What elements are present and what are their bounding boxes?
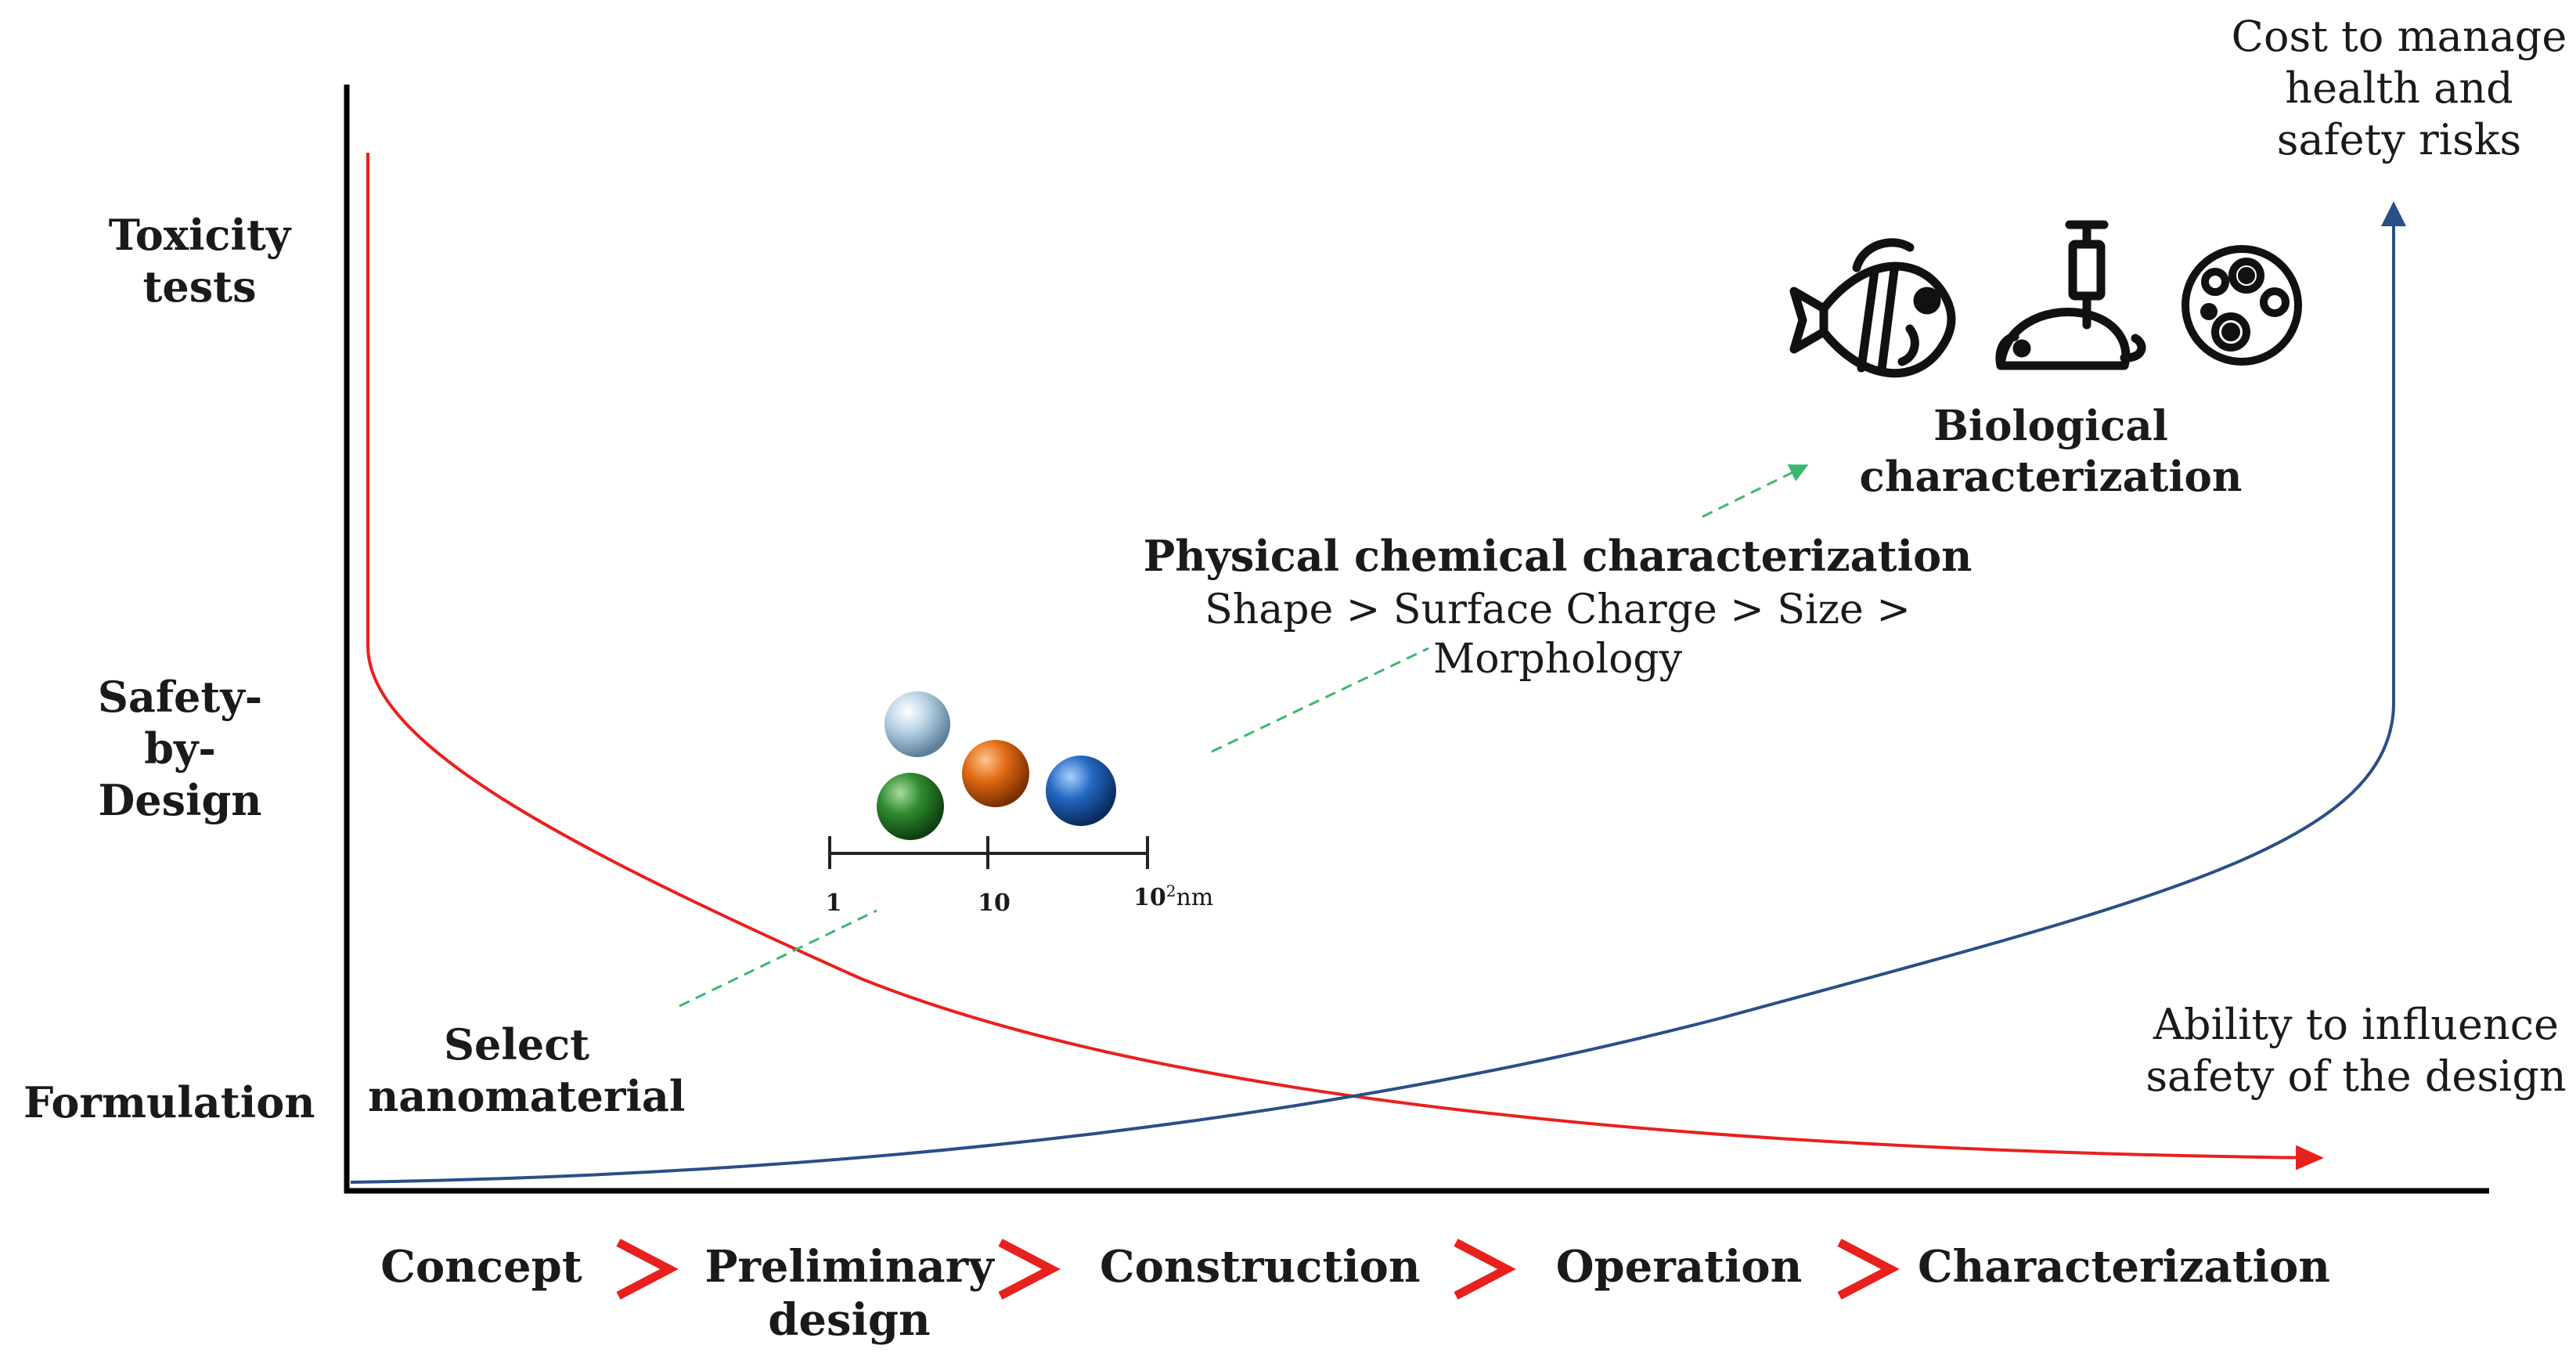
- petri-dish-cells-icon: [2181, 245, 2302, 366]
- sphere-light-blue: [884, 691, 950, 757]
- scale-tick-100nm: 102nm: [1133, 882, 1266, 913]
- scale-tick-10: 10: [978, 889, 1011, 917]
- scale-tick-1: 1: [825, 889, 842, 917]
- dashed-arrow-select: [679, 909, 877, 1008]
- stage-arrow-4: [1837, 1239, 1900, 1300]
- cost-curve-label: Cost to manage health and safety risks: [2231, 12, 2567, 164]
- y-label-safety-by-design: Safety-by-Design: [97, 672, 263, 825]
- stage-arrow-3: [1454, 1239, 1516, 1300]
- select-nanomaterial-label: Select nanomaterial: [368, 1019, 686, 1121]
- physchem-subtitle: Shape > Surface Charge > Size > Morpholo…: [1205, 586, 1911, 684]
- dashed-arrow-physchem: [1211, 647, 1429, 753]
- stage-preliminary-design: Preliminary design: [704, 1241, 994, 1347]
- stage-construction: Construction: [1100, 1241, 1421, 1293]
- sphere-green: [877, 773, 944, 840]
- physchem-title: Physical chemical characterization: [1143, 531, 1973, 581]
- lab-mouse-syringe-icon: [1995, 220, 2146, 370]
- scale-tick-unit: nm: [1176, 884, 1214, 911]
- ability-curve: [366, 153, 2324, 1170]
- ability-curve-label: Ability to influence safety of the desig…: [2145, 1000, 2567, 1101]
- sphere-orange: [962, 740, 1029, 807]
- stage-characterization: Characterization: [1918, 1241, 2331, 1293]
- fish-icon: [1789, 238, 1956, 378]
- sphere-blue: [1046, 756, 1116, 826]
- biological-label: Biological characterization: [1859, 402, 2243, 501]
- size-scale: [828, 836, 1149, 869]
- cost-curve: [350, 201, 2406, 1184]
- y-label-toxicity-tests: Toxicity tests: [108, 210, 291, 312]
- scale-tick-100-exp: 2: [1166, 882, 1176, 900]
- dashed-arrow-biological: [1702, 464, 1809, 518]
- stage-arrow-2: [998, 1239, 1061, 1300]
- stage-arrow-1: [616, 1239, 679, 1300]
- stage-concept: Concept: [380, 1241, 582, 1293]
- y-label-formulation: Formulation: [23, 1077, 315, 1127]
- scale-tick-100-base: 10: [1133, 884, 1166, 911]
- stage-operation: Operation: [1555, 1241, 1803, 1293]
